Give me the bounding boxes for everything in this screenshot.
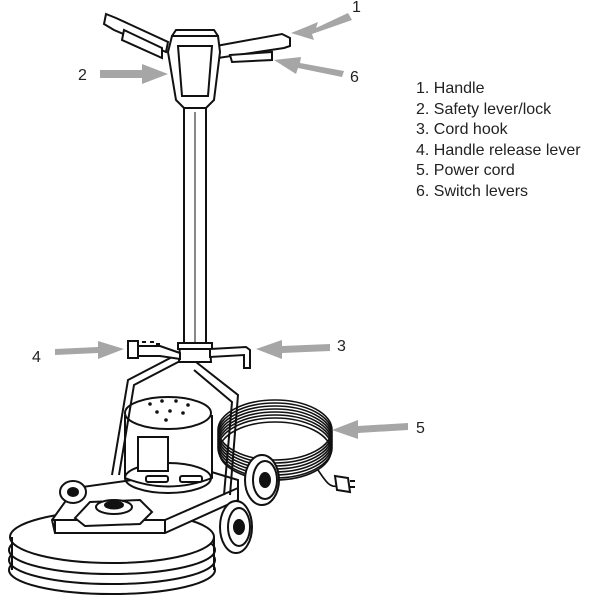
legend-item-power-cord: 5. Power cord: [416, 162, 515, 179]
arrow-5: [332, 420, 408, 439]
callout-arrows: [55, 13, 408, 439]
cord-hook: [209, 345, 251, 369]
power-plug: [333, 474, 355, 494]
legend-item-cord-hook: 3. Cord hook: [416, 121, 508, 138]
callout-3: 3: [337, 338, 346, 355]
handle-bars: [102, 12, 291, 64]
transport-wheel-lower: [219, 500, 253, 554]
pad-driver-hub: [73, 498, 154, 528]
handle-release-lever: [126, 340, 181, 361]
legend-item-handle: 1. Handle: [416, 80, 485, 97]
rear-caster: [59, 480, 87, 504]
legend-item-safety-lever: 2. Safety lever/lock: [416, 100, 552, 118]
arrow-2: [100, 64, 168, 84]
callout-1: 1: [352, 0, 361, 16]
callout-6: 6: [350, 69, 359, 86]
arrow-3: [256, 340, 330, 359]
arrow-6: [274, 57, 344, 77]
arrow-4: [55, 341, 124, 359]
callout-5: 5: [416, 420, 425, 437]
callout-2: 2: [78, 67, 87, 84]
arrow-1: [291, 13, 352, 40]
callout-4: 4: [32, 349, 41, 366]
shaft-clamp: [177, 342, 213, 363]
legend-item-switch-levers: 6. Switch levers: [416, 182, 529, 200]
transport-wheel-upper: [244, 454, 280, 506]
handle-grip-housing: [166, 29, 222, 109]
motor-vents: [148, 399, 190, 422]
parts-legend: 1. Handle 2. Safety lever/lock 3. Cord h…: [416, 79, 581, 202]
legend-item-handle-release-lever: 4. Handle release lever: [416, 141, 581, 159]
handle-shaft: [183, 107, 207, 349]
